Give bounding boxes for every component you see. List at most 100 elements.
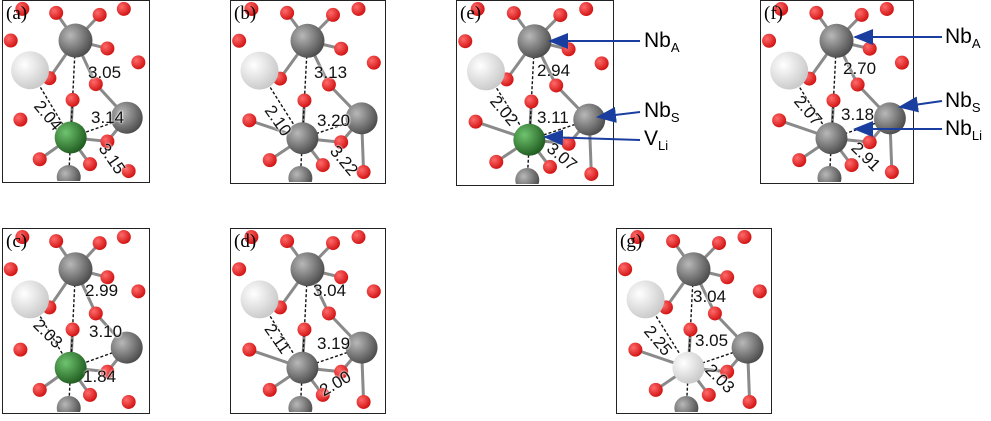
niobium-atom bbox=[58, 252, 93, 287]
panel-e: (e) 2.94 2.02 3.11 3.07 bbox=[456, 0, 614, 186]
oxygen-atom bbox=[121, 164, 136, 179]
oxygen-atom bbox=[553, 8, 568, 23]
niobium-atom bbox=[873, 102, 906, 135]
panel-b: (b) 3.13 2.10 3.20 3.22 bbox=[230, 0, 386, 184]
oxygen-atom bbox=[131, 55, 146, 70]
distance-vertical: 2.99 bbox=[85, 281, 119, 300]
niobium-atom bbox=[731, 331, 764, 364]
niobium-atom bbox=[56, 165, 81, 181]
panel-label: (d) bbox=[234, 231, 257, 252]
oxygen-atom bbox=[3, 33, 18, 48]
oxygen-atom bbox=[326, 236, 340, 251]
oxygen-atom bbox=[315, 158, 330, 173]
niobium-atom bbox=[819, 23, 854, 58]
structure-c bbox=[3, 230, 146, 412]
niobium-atom bbox=[517, 24, 552, 59]
oxygen-atom bbox=[683, 322, 698, 337]
panel-label: (f) bbox=[764, 3, 783, 24]
niobium-atom bbox=[345, 331, 378, 364]
oxygen-atom bbox=[774, 1, 789, 16]
oxygen-atom bbox=[334, 270, 349, 285]
distance-vertical: 3.04 bbox=[693, 287, 727, 306]
oxygen-atom bbox=[88, 306, 103, 321]
oxygen-atom bbox=[701, 387, 716, 402]
niobium-atom bbox=[817, 166, 842, 182]
oxygen-atom bbox=[628, 342, 643, 357]
oxygen-atom bbox=[334, 364, 349, 379]
oxygen-atom bbox=[720, 270, 735, 285]
oxygen-atom bbox=[894, 55, 909, 70]
oxygen-atom bbox=[334, 135, 349, 150]
label-nb-li-f: NbLi bbox=[945, 117, 982, 143]
oxygen-atom bbox=[262, 382, 277, 397]
oxygen-atom bbox=[32, 382, 47, 397]
distance-vertical: 3.05 bbox=[88, 63, 122, 82]
oxygen-atom bbox=[315, 387, 330, 402]
distance-right: 3.19 bbox=[317, 334, 351, 353]
oxygen-atom bbox=[524, 94, 539, 109]
panel-g: (g) 3.04 2.25 3.05 2.03 bbox=[616, 228, 772, 414]
oxygen-atom bbox=[100, 364, 115, 379]
structure-a bbox=[3, 1, 146, 181]
oxygen-atom bbox=[366, 284, 381, 299]
niobium-atom bbox=[573, 103, 606, 136]
oxygen-atom bbox=[242, 342, 257, 357]
oxygen-atom bbox=[244, 1, 259, 16]
structure-b bbox=[232, 1, 381, 182]
oxygen-atom bbox=[648, 382, 663, 397]
oxygen-atom bbox=[792, 153, 807, 168]
oxygen-atom bbox=[630, 230, 645, 245]
oxygen-atom bbox=[121, 394, 136, 409]
niobium-atom bbox=[110, 101, 143, 134]
distance-right: 3.10 bbox=[89, 322, 123, 341]
label-nb-s-e: NbS bbox=[644, 99, 680, 125]
oxygen-atom bbox=[366, 55, 381, 70]
oxygen-atom bbox=[100, 134, 115, 149]
niobium-atom bbox=[676, 252, 711, 287]
panel-label: (a) bbox=[6, 3, 28, 24]
panel-a: (a) 3.05 2.04 3.14 3.15 bbox=[2, 0, 150, 183]
lithium-atom bbox=[240, 51, 279, 90]
oxygen-atom bbox=[321, 77, 336, 92]
oxygen-atom bbox=[65, 322, 80, 337]
niobium-atom bbox=[290, 23, 325, 58]
oxygen-atom bbox=[280, 5, 295, 20]
panel-label: (b) bbox=[234, 3, 257, 24]
oxygen-atom bbox=[88, 77, 103, 92]
oxygen-atom bbox=[92, 236, 107, 251]
distance-vertical: 3.13 bbox=[314, 63, 348, 82]
niobium-atom bbox=[515, 167, 540, 184]
lithium-atom bbox=[240, 280, 279, 319]
oxygen-atom bbox=[49, 5, 64, 20]
lithium-atom bbox=[770, 51, 809, 90]
label-nb-a-f: NbA bbox=[945, 25, 981, 51]
oxygen-atom bbox=[458, 34, 473, 49]
oxygen-atom bbox=[742, 394, 757, 409]
oxygen-atom bbox=[232, 33, 247, 48]
oxygen-atom bbox=[13, 112, 28, 127]
oxygen-atom bbox=[543, 159, 557, 174]
oxygen-atom bbox=[489, 154, 504, 169]
oxygen-atom bbox=[297, 322, 312, 337]
oxygen-atom bbox=[826, 93, 841, 108]
oxygen-atom bbox=[83, 387, 97, 402]
distance-right: 3.14 bbox=[91, 108, 125, 127]
oxygen-atom bbox=[13, 342, 28, 357]
oxygen-atom bbox=[92, 7, 107, 22]
lithium-atom bbox=[11, 280, 50, 319]
oxygen-atom bbox=[356, 394, 371, 409]
oxygen-atom bbox=[65, 92, 80, 107]
distance-right: 3.05 bbox=[695, 331, 729, 350]
oxygen-atom bbox=[351, 230, 366, 245]
oxygen-atom bbox=[468, 114, 483, 129]
oxygen-atom bbox=[879, 1, 894, 16]
niobium-atom bbox=[674, 395, 699, 412]
niobium-atom bbox=[58, 23, 93, 58]
oxygen-atom bbox=[850, 77, 865, 92]
oxygen-atom bbox=[752, 284, 767, 299]
oxygen-atom bbox=[15, 230, 30, 245]
oxygen-atom bbox=[594, 56, 609, 71]
oxygen-atom bbox=[232, 262, 247, 277]
niobium-atom bbox=[286, 122, 319, 155]
oxygen-atom bbox=[356, 165, 371, 180]
